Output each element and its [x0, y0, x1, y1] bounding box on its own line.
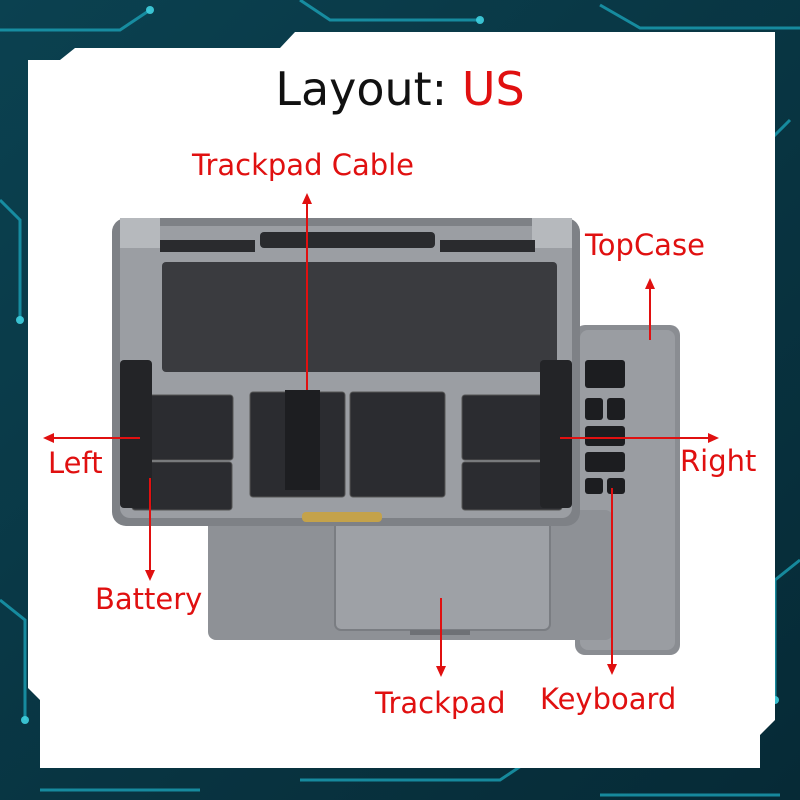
- label-keyboard: Keyboard: [540, 682, 677, 716]
- label-left: Left: [48, 446, 103, 480]
- label-right: Right: [680, 444, 757, 478]
- layout-title: Layout: US: [0, 62, 800, 116]
- label-topcase: TopCase: [585, 228, 705, 262]
- title-prefix: Layout:: [275, 62, 448, 116]
- label-trackpad-cable: Trackpad Cable: [192, 148, 415, 182]
- label-trackpad: Trackpad: [375, 686, 506, 720]
- label-battery: Battery: [95, 582, 203, 616]
- title-accent: US: [461, 62, 525, 116]
